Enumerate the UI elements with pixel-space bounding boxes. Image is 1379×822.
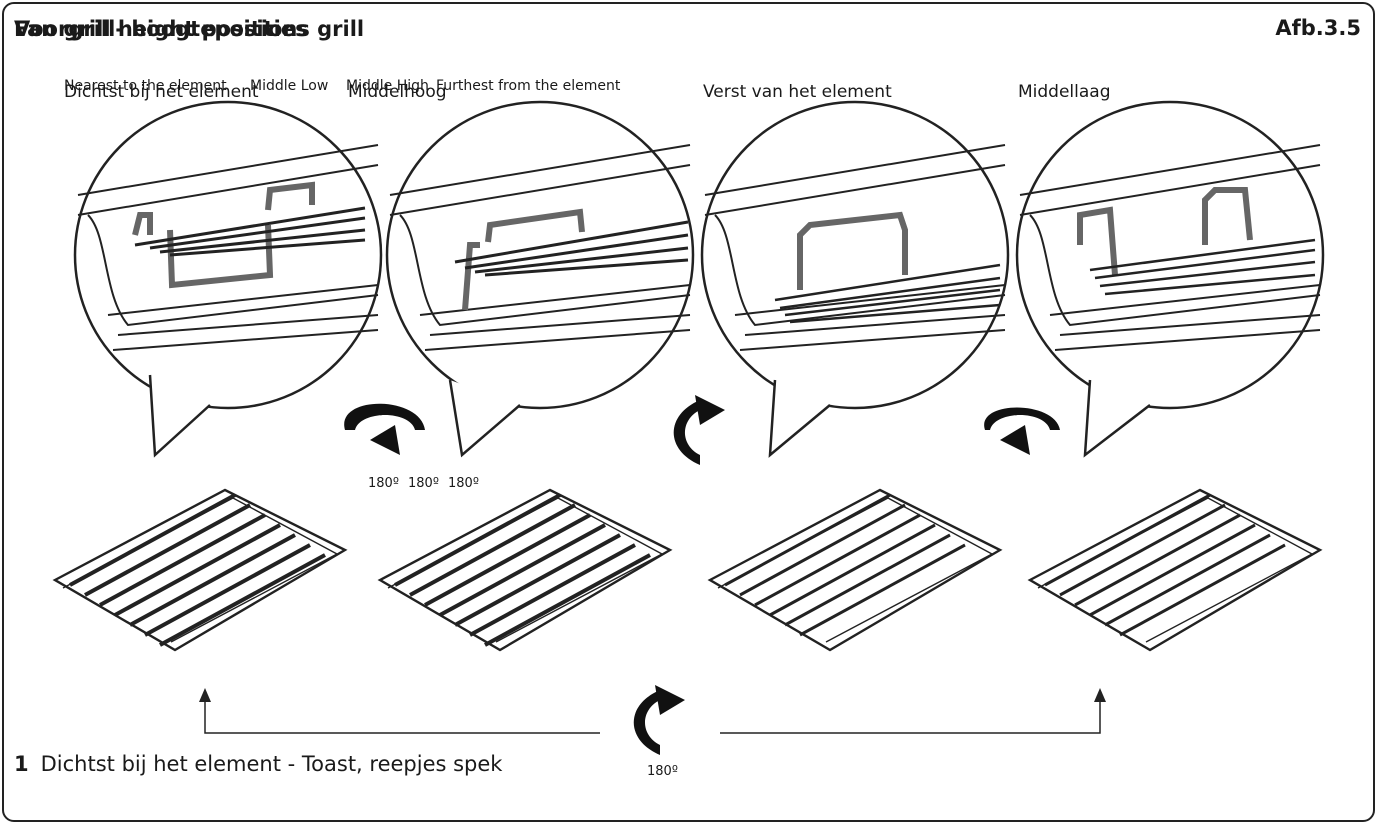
- label-furthest: Verst van het element: [703, 82, 892, 102]
- bubble-nearest: [73, 100, 383, 458]
- label-middle-high: Middelhoog: [348, 82, 447, 102]
- label-en-nearest: Nearest to the element: [64, 78, 227, 94]
- label-en-middle-high: Middle High: [346, 78, 429, 94]
- rotation-label-bottom: 180º: [647, 764, 678, 779]
- rack-1: [53, 488, 347, 652]
- bubble-middle-low: [1015, 100, 1325, 458]
- flow-arrows: [204, 700, 1101, 734]
- step-1: 1 Dichtst bij het element - Toast, reepje…: [14, 752, 502, 776]
- bubble-furthest: [700, 100, 1010, 458]
- rotation-label-1: 180º: [368, 476, 399, 491]
- label-en-middle-low: Middle Low: [250, 78, 329, 94]
- rotate-arrow-1: [344, 403, 425, 455]
- step-1-number: 1: [14, 752, 29, 776]
- rotate-arrow-bottom: [633, 685, 685, 755]
- rotation-label-2: 180º: [408, 476, 439, 491]
- rack-4: [1028, 488, 1322, 652]
- label-nearest: Dichtst bij het element: [64, 82, 259, 102]
- step-1-text: Dichtst bij het element - Toast, reepjes…: [40, 752, 503, 776]
- figure-number: Afb.3.5: [1275, 16, 1361, 40]
- label-en-furthest: Furthest from the element: [436, 78, 621, 94]
- label-middle-low: Middellaag: [1018, 82, 1111, 102]
- bubble-middle-high: [385, 100, 695, 458]
- shelf-illustration: [53, 100, 1325, 755]
- rack-2: [378, 488, 672, 652]
- title-dutch: Voorgrill- hoogteposities: [14, 17, 308, 41]
- rotate-arrow-2: [673, 395, 725, 465]
- title-english: Fan grill height positions grill: [14, 17, 365, 41]
- rotation-label-3: 180º: [448, 476, 479, 491]
- rotate-arrow-3: [984, 407, 1060, 455]
- rack-3: [708, 488, 1002, 652]
